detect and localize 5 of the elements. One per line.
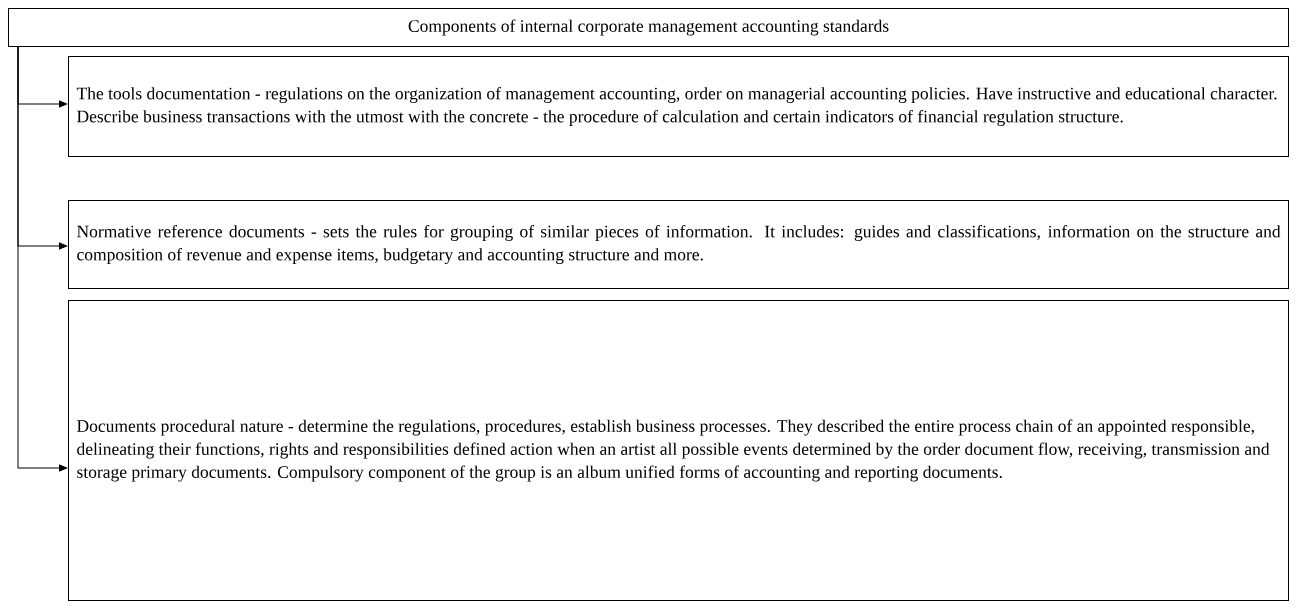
text-box: Normative reference documents - sets the rules for grouping of similar pieces of information. It includes: guides and classifications, information on the structure and composition of revenue and expense items, budgetary and accounting structure and more. [68,200,1289,289]
text-box: The tools documentation - regulations on the organization of management accounting, order on managerial accounting policies. Have instructive and educational character. Describe business transactions with the utmost with the concrete - the procedure of calculation and certain indicators of financial regulation structure. [68,56,1289,157]
text-box: Documents procedural nature - determine the regulations, procedures, establish business processes. They described the entire process chain of an appointed responsible, delineating their functions, rights and responsibilities defined action when an artist all possible events determined by the order document flow, receiving, transmission and storage primary documents. Compulsory component of the group is an album unified forms of accounting and reporting documents. [68,300,1289,601]
arrow [17,46,68,472]
title-box: Components of internal corporate management accounting standards [8,8,1289,47]
